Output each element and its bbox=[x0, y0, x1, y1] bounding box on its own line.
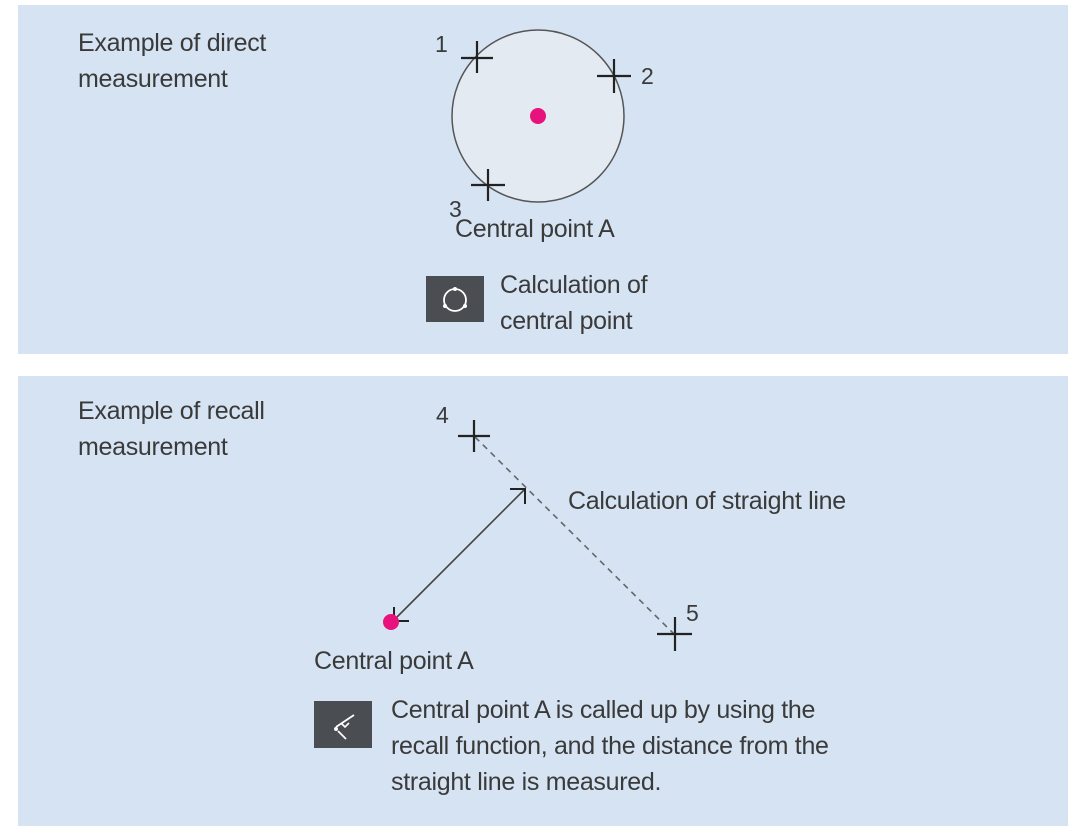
point-3-label: 3 bbox=[449, 196, 462, 222]
recall-description-line2: recall function, and the distance from t… bbox=[391, 732, 829, 760]
circle-center-icon bbox=[426, 276, 484, 322]
recall-distance-icon bbox=[314, 701, 372, 748]
recall-description-line1: Central point A is called up by using th… bbox=[391, 696, 816, 724]
point-2-label: 2 bbox=[641, 63, 654, 89]
point-1-label: 1 bbox=[435, 31, 448, 57]
recall-description-line3: straight line is measured. bbox=[391, 768, 662, 796]
point-4-label: 4 bbox=[436, 402, 449, 428]
recall-title-line2: measurement bbox=[78, 433, 228, 461]
central-point-tool-label-line2: central point bbox=[500, 307, 633, 335]
direct-title-line2: measurement bbox=[78, 65, 228, 93]
central-point-tool-label-line1: Calculation of bbox=[500, 271, 648, 299]
straight-line-label: Calculation of straight line bbox=[568, 487, 846, 515]
recall-central-point-label: Central point A bbox=[314, 647, 474, 675]
direct-title-line1: Example of direct bbox=[78, 29, 267, 57]
direct-central-point-label: Central point A bbox=[455, 215, 615, 243]
point-5-label: 5 bbox=[686, 600, 699, 626]
recall-title-line1: Example of recall bbox=[78, 397, 265, 425]
